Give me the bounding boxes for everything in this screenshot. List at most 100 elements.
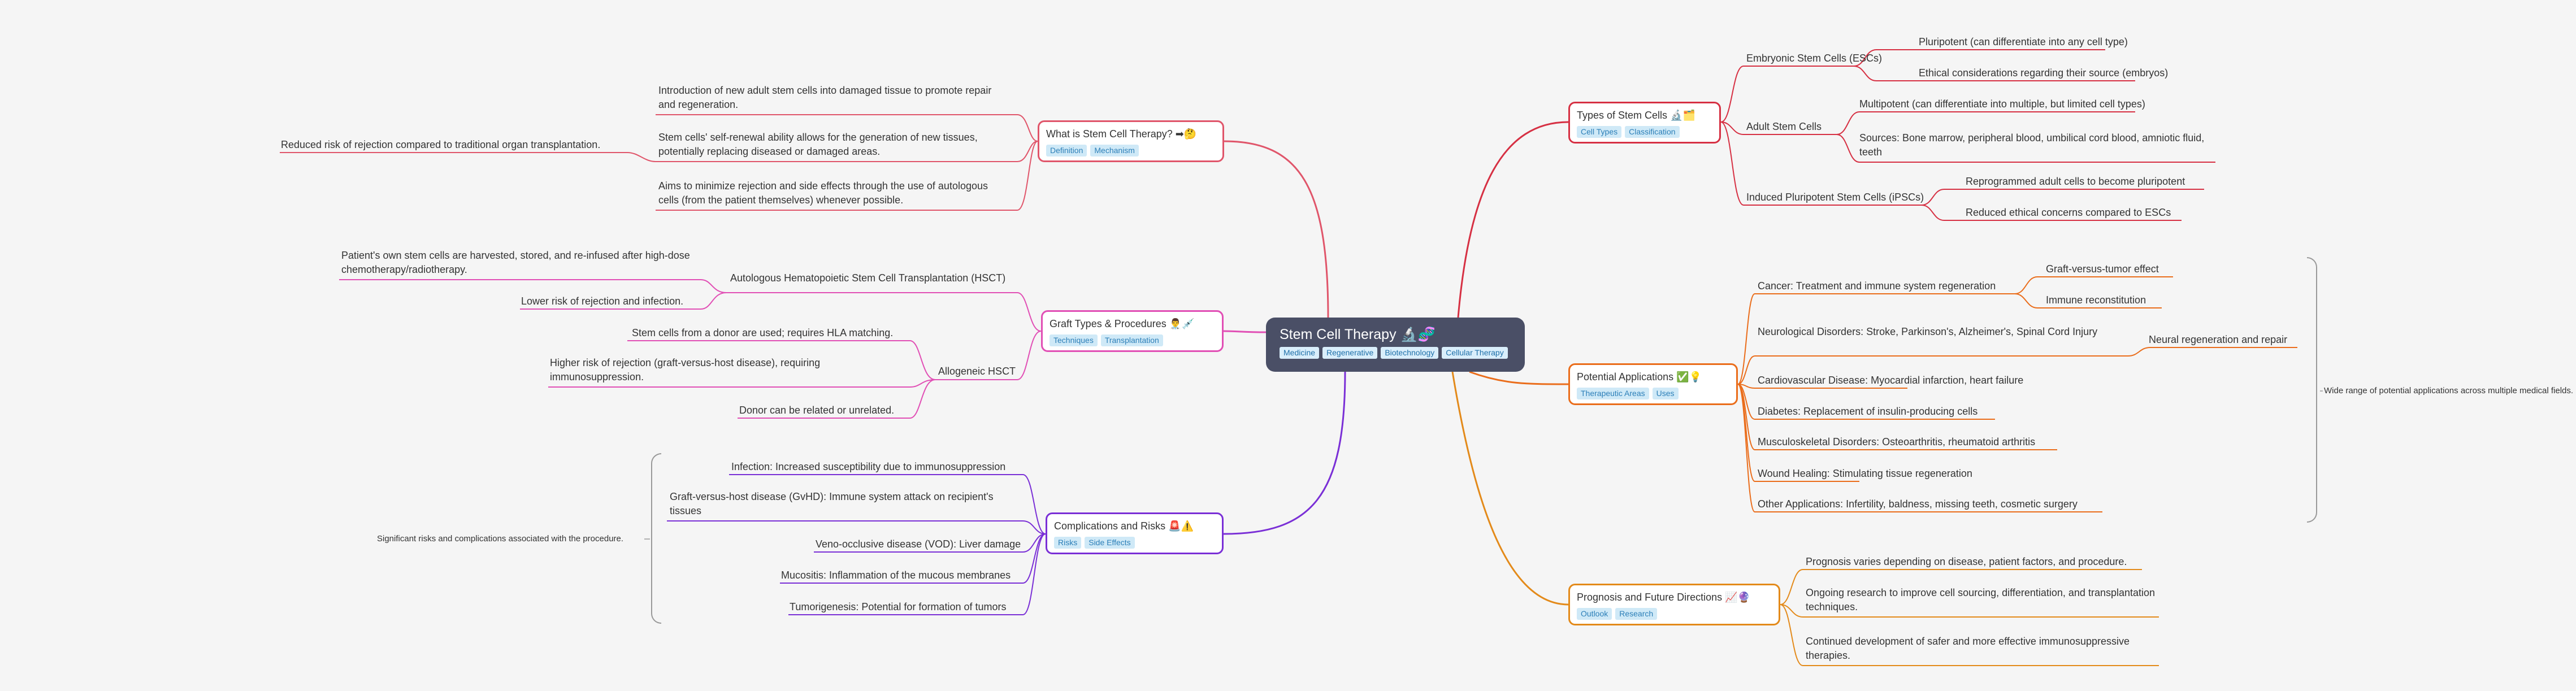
- ipsc-item-1[interactable]: Reprogrammed adult cells to become pluri…: [1966, 176, 2185, 187]
- root-tag: Biotechnology: [1381, 347, 1439, 359]
- graft-allogeneic-label[interactable]: Allogeneic HSCT: [938, 366, 1016, 377]
- connector-app-7: [1737, 384, 2102, 512]
- connector-root-graft: [1223, 330, 1267, 333]
- prognosis-item-2[interactable]: Ongoing research to improve cell sourcin…: [1806, 587, 2156, 612]
- connector-autologous-2: [520, 292, 727, 310]
- topic-complications[interactable]: Complications and Risks 🚨⚠️ Risks Side E…: [1046, 512, 1224, 554]
- topic-prognosis-tags: Outlook Research: [1577, 608, 1772, 620]
- app-item-diabetes[interactable]: Diabetes: Replacement of insulin-produci…: [1758, 406, 1978, 417]
- connector-types-ipsc: [1720, 121, 1922, 206]
- connector-complications-5: [788, 533, 1046, 615]
- applications-summary[interactable]: Wide range of potential applications acr…: [2324, 386, 2574, 396]
- root-topic[interactable]: Stem Cell Therapy 🔬🧬 Medicine Regenerati…: [1266, 318, 1525, 372]
- topic-tag: Therapeutic Areas: [1577, 388, 1649, 399]
- topic-tag: Cell Types: [1577, 126, 1622, 138]
- topic-tag: Mechanism: [1090, 145, 1139, 157]
- definition-item-2-note[interactable]: Reduced risk of rejection compared to tr…: [281, 139, 601, 150]
- topic-tag: Side Effects: [1085, 537, 1135, 549]
- connector-adult-1: [1836, 111, 2135, 135]
- connector-definition-3: [656, 141, 1038, 211]
- app-cancer-label[interactable]: Cancer: Treatment and immune system rege…: [1758, 280, 1996, 292]
- adult-item-2[interactable]: Sources: Bone marrow, peripheral blood, …: [1859, 132, 2205, 158]
- topic-graft-title: Graft Types & Procedures 👨‍⚕️💉: [1050, 318, 1195, 329]
- connector-graft-allogeneic: [935, 331, 1042, 380]
- definition-item-1[interactable]: Introduction of new adult stem cells int…: [658, 85, 992, 110]
- allogeneic-item-2[interactable]: Higher risk of rejection (graft-versus-h…: [550, 357, 821, 383]
- topic-types[interactable]: Types of Stem Cells 🔬🗂️ Cell Types Class…: [1568, 102, 1721, 144]
- connector-cancer-1: [2014, 276, 2173, 294]
- types-ipsc-label[interactable]: Induced Pluripotent Stem Cells (iPSCs): [1746, 192, 1924, 203]
- connector-app-neuro: [1737, 355, 2128, 385]
- cancer-item-1[interactable]: Graft-versus-tumor effect: [2046, 263, 2159, 275]
- app-item-other[interactable]: Other Applications: Infertility, baldnes…: [1758, 498, 2078, 510]
- root-title: Stem Cell Therapy 🔬🧬: [1280, 327, 1436, 342]
- complications-summary[interactable]: Significant risks and complications asso…: [377, 534, 624, 544]
- app-item-cardio[interactable]: Cardiovascular Disease: Myocardial infar…: [1758, 375, 2024, 386]
- topic-tag: Transplantation: [1100, 334, 1163, 346]
- connector-complications-4: [780, 533, 1046, 584]
- prognosis-item-1[interactable]: Prognosis varies depending on disease, p…: [1806, 556, 2127, 567]
- app-item-wound[interactable]: Wound Healing: Stimulating tissue regene…: [1758, 468, 1972, 479]
- app-item-musculoskeletal[interactable]: Musculoskeletal Disorders: Osteoarthriti…: [1758, 436, 2036, 447]
- connector-root-complications: [1223, 371, 1346, 535]
- connector-autologous-1: [339, 279, 727, 293]
- cancer-item-2[interactable]: Immune reconstitution: [2046, 294, 2146, 306]
- root-tag: Cellular Therapy: [1442, 347, 1508, 359]
- definition-item-3[interactable]: Aims to minimize rejection and side effe…: [658, 180, 988, 206]
- allogeneic-item-3[interactable]: Donor can be related or unrelated.: [739, 405, 895, 416]
- topic-definition[interactable]: What is Stem Cell Therapy? ➡🤔 Definition…: [1038, 120, 1224, 162]
- complication-item-2[interactable]: Graft-versus-host disease (GvHD): Immune…: [670, 491, 994, 516]
- topic-tag: Definition: [1046, 145, 1087, 157]
- complication-item-1[interactable]: Infection: Increased susceptibility due …: [731, 461, 1006, 472]
- root-tags: Medicine Regenerative Biotechnology Cell…: [1280, 347, 1511, 359]
- connector-adult-2: [1836, 134, 2215, 163]
- connector-complications-1: [729, 474, 1046, 534]
- adult-item-1[interactable]: Multipotent (can differentiate into mult…: [1859, 98, 2145, 110]
- connector-definition-1: [656, 114, 1038, 142]
- complication-item-4[interactable]: Mucositis: Inflammation of the mucous me…: [781, 570, 1011, 581]
- connector-allogeneic-1: [627, 340, 936, 380]
- topic-prognosis-title: Prognosis and Future Directions 📈🔮: [1577, 592, 1750, 603]
- topic-definition-title: What is Stem Cell Therapy? ➡🤔: [1046, 128, 1197, 140]
- autologous-item-1[interactable]: Patient's own stem cells are harvested, …: [341, 250, 690, 275]
- autologous-item-2[interactable]: Lower risk of rejection and infection.: [521, 295, 684, 307]
- topic-tag: Research: [1615, 608, 1658, 620]
- connector-definition-2-sub: [280, 152, 656, 162]
- graft-autologous-label[interactable]: Autologous Hematopoietic Stem Cell Trans…: [730, 272, 1006, 284]
- allogeneic-item-1[interactable]: Stem cells from a donor are used; requir…: [632, 327, 894, 338]
- topic-types-tags: Cell Types Classification: [1577, 126, 1712, 138]
- topic-complications-title: Complications and Risks 🚨⚠️: [1054, 520, 1194, 532]
- prognosis-item-3[interactable]: Continued development of safer and more …: [1806, 636, 2130, 661]
- topic-tag: Risks: [1054, 537, 1082, 549]
- ipsc-item-2[interactable]: Reduced ethical concerns compared to ESC…: [1966, 207, 2171, 218]
- connector-prognosis-1: [1780, 569, 2142, 605]
- topic-applications-tags: Therapeutic Areas Uses: [1577, 388, 1729, 399]
- connector-neuro-1: [2127, 347, 2297, 357]
- connector-allogeneic-3: [738, 379, 936, 419]
- esc-item-1[interactable]: Pluripotent (can differentiate into any …: [1919, 36, 2128, 47]
- types-adult-label[interactable]: Adult Stem Cells: [1746, 121, 1822, 132]
- connector-types-adult: [1720, 121, 1837, 135]
- applications-summary-brace: [2307, 257, 2317, 523]
- definition-item-2[interactable]: Stem cells' self-renewal ability allows …: [658, 132, 978, 157]
- connector-types-esc: [1720, 66, 1854, 123]
- connector-root-prognosis: [1451, 371, 1569, 606]
- connector-complications-2: [667, 520, 1046, 534]
- topic-prognosis[interactable]: Prognosis and Future Directions 📈🔮 Outlo…: [1568, 584, 1780, 625]
- topic-applications[interactable]: Potential Applications ✅💡 Therapeutic Ar…: [1568, 363, 1738, 405]
- root-tag: Regenerative: [1322, 347, 1378, 359]
- neuro-item-1[interactable]: Neural regeneration and repair: [2149, 334, 2288, 345]
- complication-item-3[interactable]: Veno-occlusive disease (VOD): Liver dama…: [816, 538, 1021, 550]
- app-neuro-label[interactable]: Neurological Disorders: Stroke, Parkinso…: [1758, 326, 2098, 337]
- complication-item-5[interactable]: Tumorigenesis: Potential for formation o…: [790, 601, 1007, 612]
- complications-summary-brace: [651, 453, 661, 624]
- topic-graft[interactable]: Graft Types & Procedures 👨‍⚕️💉 Technique…: [1041, 310, 1224, 352]
- topic-tag: Classification: [1625, 126, 1680, 138]
- connector-ipsc-1: [1921, 189, 2204, 206]
- esc-item-2[interactable]: Ethical considerations regarding their s…: [1919, 67, 2169, 79]
- topic-applications-title: Potential Applications ✅💡: [1577, 371, 1702, 383]
- topic-tag: Outlook: [1577, 608, 1612, 620]
- connector-complications-3: [814, 533, 1046, 553]
- types-esc-label[interactable]: Embryonic Stem Cells (ESCs): [1746, 53, 1883, 64]
